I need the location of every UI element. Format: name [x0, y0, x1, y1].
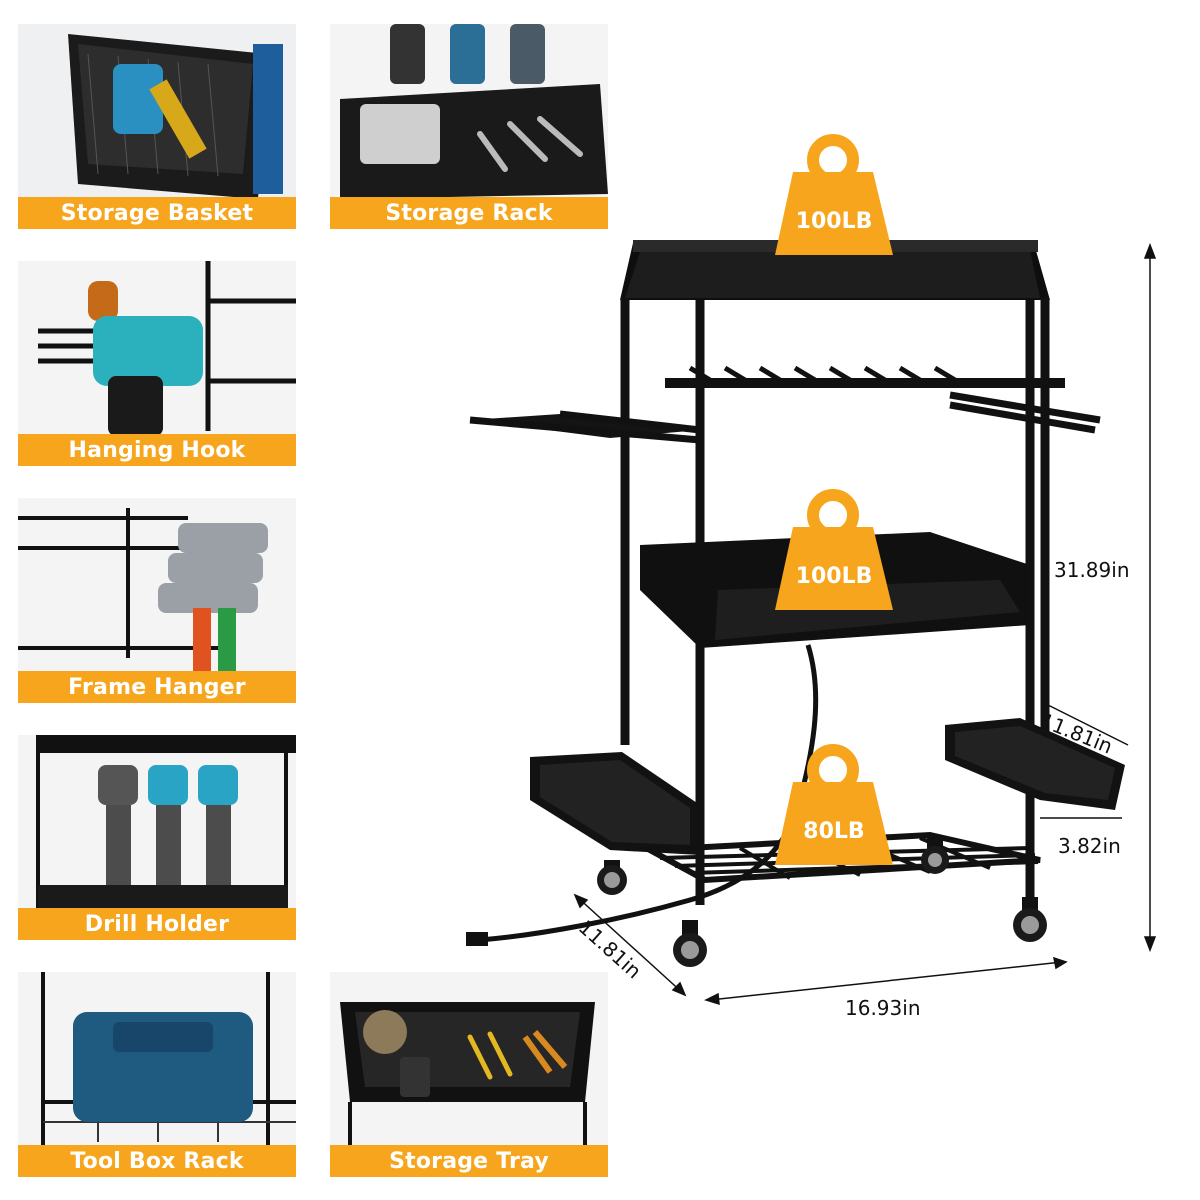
plug: [466, 932, 488, 946]
feature-label: Storage Basket: [18, 197, 296, 229]
feature-panel-tool-box-rack: Tool Box Rack: [18, 972, 296, 1177]
hammers-on-frame-icon: [18, 498, 296, 703]
caster-wheels: [597, 838, 1047, 967]
weight-label-bottom: 80LB: [803, 819, 864, 844]
feature-panel-storage-basket: Storage Basket: [18, 24, 296, 229]
feature-label: Hanging Hook: [18, 434, 296, 466]
drill-on-hook-icon: [18, 261, 296, 466]
top-tray: [620, 240, 1050, 300]
mesh-basket-icon: [68, 34, 283, 199]
weight-badge-middle: 100LB: [775, 489, 893, 610]
feature-panel-frame-hanger: Frame Hanger: [18, 498, 296, 703]
left-side-basket: [530, 752, 700, 855]
storage-tray-icon: [330, 972, 608, 1177]
feature-panel-storage-tray: Storage Tray: [330, 972, 608, 1177]
feature-panel-drill-holder: Drill Holder: [18, 735, 296, 940]
weight-badge-bottom: 80LB: [775, 744, 893, 865]
dimension-width: 16.93in: [845, 996, 921, 1020]
feature-panel-hanging-hook: Hanging Hook: [18, 261, 296, 466]
side-hanger-rack: [469, 391, 1101, 444]
dimension-lines: [573, 242, 1157, 1006]
storage-rack-icon: [330, 24, 608, 229]
drills-in-holder-icon: [18, 735, 296, 940]
dimension-height: 31.89in: [1054, 558, 1130, 582]
weight-label-middle: 100LB: [796, 564, 873, 589]
dimension-side-basket-width: 3.82in: [1058, 834, 1121, 858]
weight-badge-top: 100LB: [775, 134, 893, 255]
feature-panel-storage-rack: Storage Rack: [330, 24, 608, 229]
toolbox-on-shelf-icon: [18, 972, 296, 1177]
feature-label: Drill Holder: [18, 908, 296, 940]
right-side-basket: [945, 718, 1125, 810]
tool-cart-illustration: 100LB 100LB 80LB: [466, 134, 1157, 1006]
hook-bar: [665, 365, 1065, 388]
feature-label: Storage Rack: [330, 197, 608, 229]
feature-label: Tool Box Rack: [18, 1145, 296, 1177]
feature-label: Frame Hanger: [18, 671, 296, 703]
weight-label-top: 100LB: [796, 209, 873, 234]
feature-label: Storage Tray: [330, 1145, 608, 1177]
